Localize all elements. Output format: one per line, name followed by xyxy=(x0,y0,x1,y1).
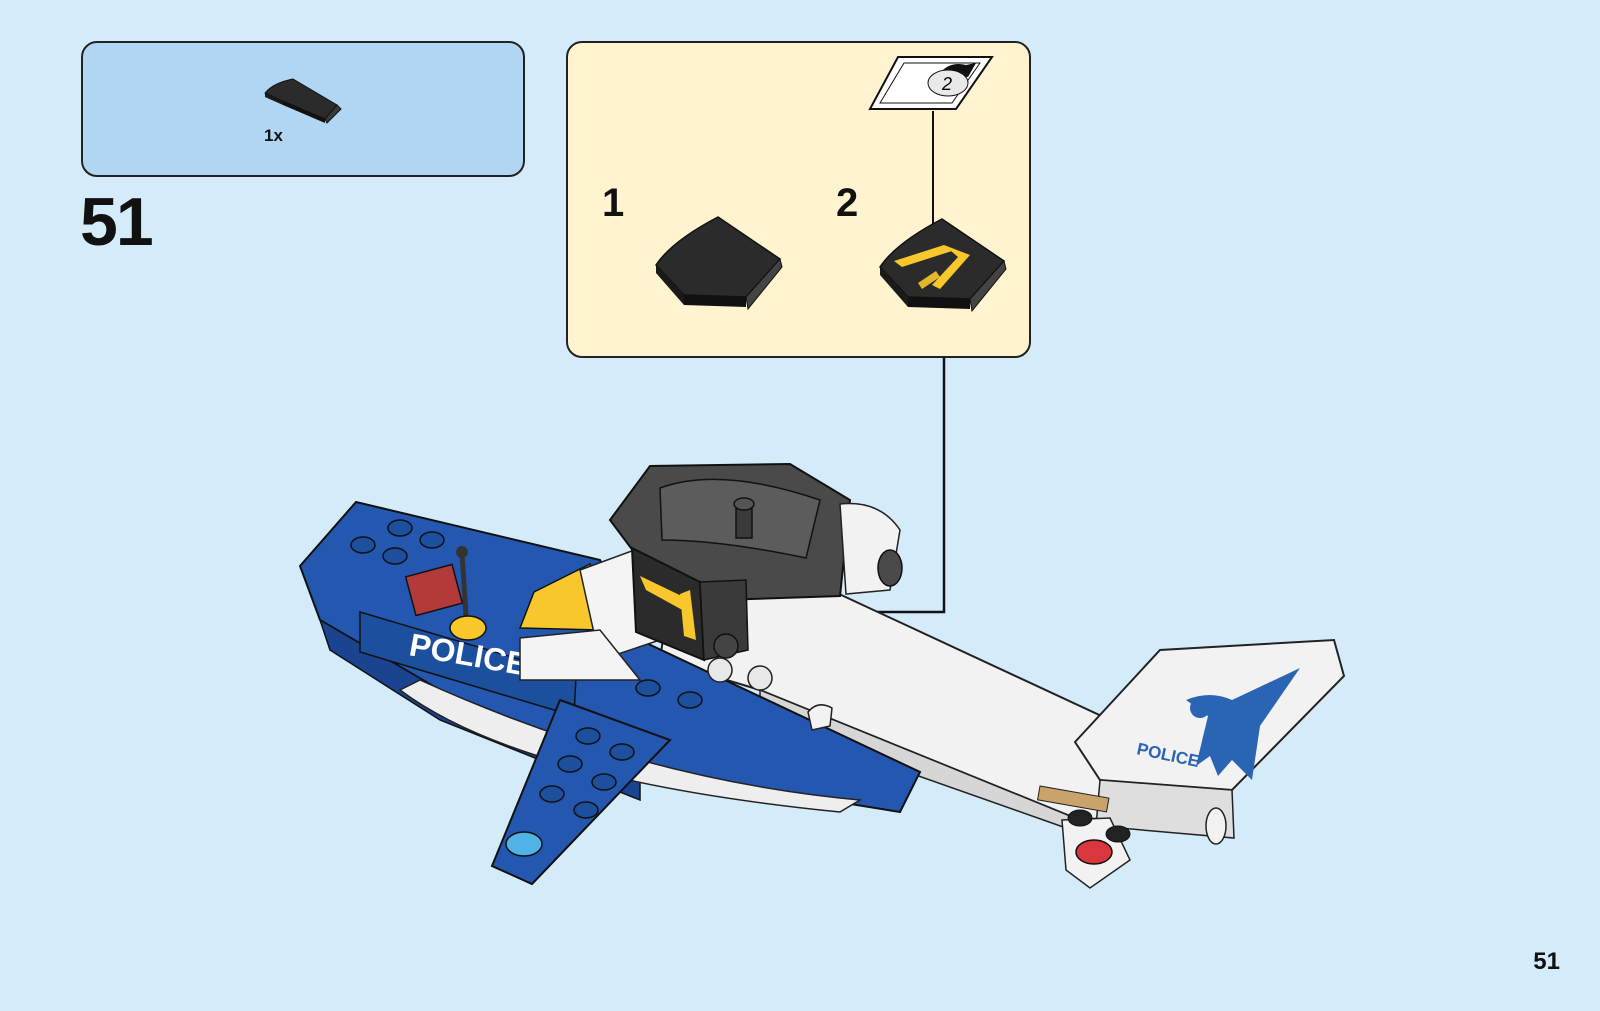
page-number: 51 xyxy=(1533,948,1560,976)
